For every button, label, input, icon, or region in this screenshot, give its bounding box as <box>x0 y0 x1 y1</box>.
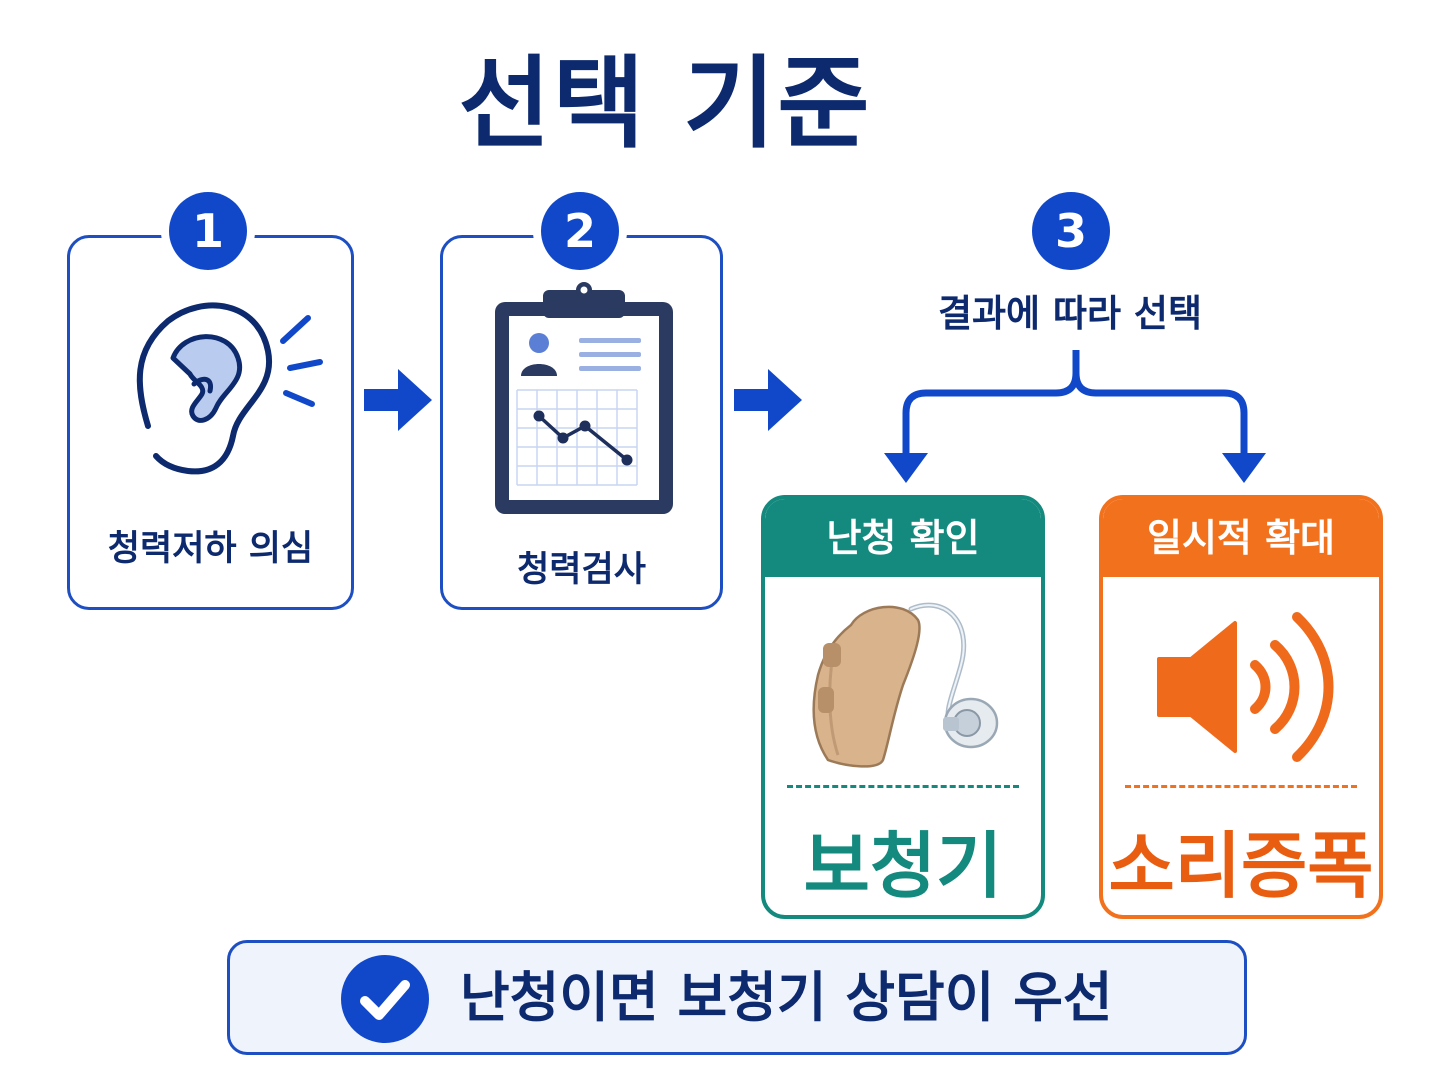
option-1-header: 난청 확인 <box>765 499 1041 577</box>
branch-arrows <box>884 350 1266 483</box>
step-1-card: 청력저하 의심 <box>67 235 354 610</box>
step-1-label: 청력저하 의심 <box>107 529 314 569</box>
recommendation-note: 난청이면 보청기 상담이 우선 <box>227 940 1247 1055</box>
clipboard-chart-icon <box>495 282 673 514</box>
ear-icon <box>136 302 323 475</box>
option-hearing-loss-card: 난청 확인 보청기 <box>761 495 1045 919</box>
option-2-device: 소리증폭기 <box>1108 824 1374 908</box>
hearing-aid-icon <box>812 602 999 768</box>
check-icon <box>341 955 429 1043</box>
step-3-badge: 3 <box>1032 192 1110 270</box>
option-1-divider <box>787 785 1019 788</box>
step-2-label: 청력검사 <box>517 550 646 590</box>
step-1-badge: 1 <box>169 192 247 270</box>
arrow-right-icon <box>734 369 802 431</box>
option-2-divider <box>1125 785 1357 788</box>
arrow-right-icon <box>364 369 432 431</box>
speaker-icon <box>1157 612 1334 762</box>
step-2-card: 청력검사 <box>440 235 723 610</box>
option-temporary-card: 일시적 확대 소리증폭기 <box>1099 495 1383 919</box>
option-1-device: 보청기 <box>803 824 1003 908</box>
step-2-badge: 2 <box>541 192 619 270</box>
step-3-label: 결과에 따라 선택 <box>937 292 1203 335</box>
option-2-header: 일시적 확대 <box>1103 499 1379 577</box>
page-title: 선택 기준 <box>458 45 872 162</box>
note-text: 난청이면 보청기 상담이 우선 <box>460 966 1113 1029</box>
